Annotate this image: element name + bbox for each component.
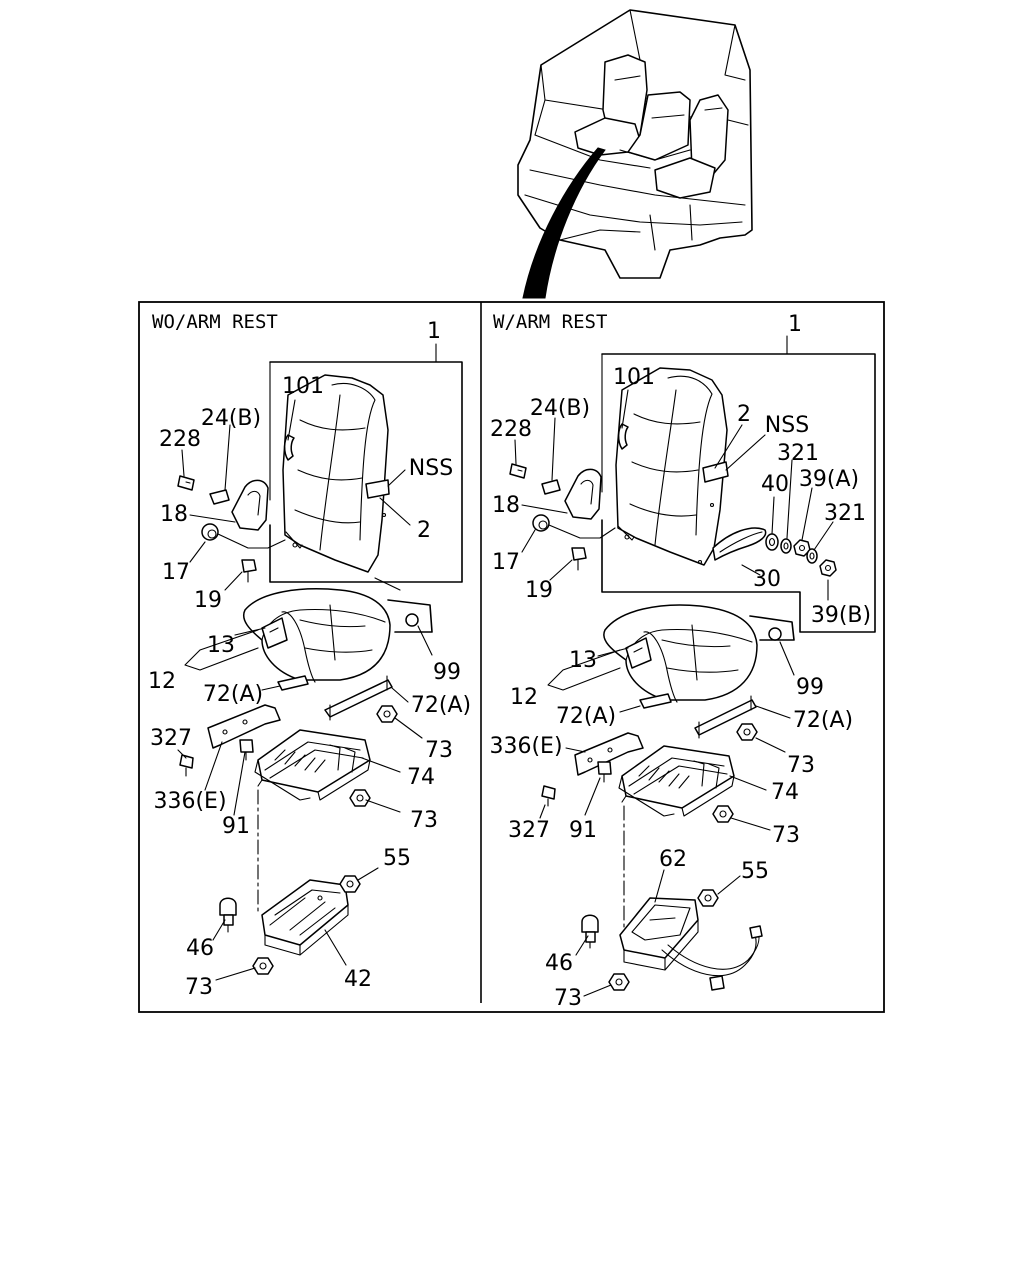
- callout-label: 18: [160, 502, 188, 527]
- diagram-frame: [138, 301, 885, 1013]
- callout-label: 19: [194, 588, 222, 613]
- callout-label: 73: [185, 975, 213, 1000]
- callout-label: 40: [761, 472, 789, 497]
- callout-label: 72(A): [793, 708, 853, 733]
- left-panel-drawing: [177, 343, 463, 975]
- callout-label: 101: [613, 365, 655, 390]
- callout-label: 74: [407, 765, 435, 790]
- left-leader-lines: [177, 399, 433, 981]
- callout-label: 17: [162, 560, 190, 585]
- callout-label: 39(B): [811, 603, 871, 628]
- callout-label: 228: [159, 427, 201, 452]
- callout-label: 72(A): [203, 682, 263, 707]
- callout-label: 73: [772, 823, 800, 848]
- callout-label: 336(E): [153, 789, 226, 814]
- callout-label: 1: [427, 319, 441, 344]
- callout-label: 73: [554, 986, 582, 1011]
- callout-label: 321: [824, 501, 866, 526]
- right-panel-drawing: [509, 335, 876, 991]
- callout-label: 46: [186, 936, 214, 961]
- callout-label: 55: [383, 846, 411, 871]
- right-callout-labels: 1 101 24(B) 228 2 NSS 321 40 39(A) 18 32…: [489, 312, 871, 1011]
- callout-label: 327: [508, 818, 550, 843]
- right-leader-lines: [514, 389, 834, 997]
- callout-label: 73: [410, 808, 438, 833]
- callout-label: 12: [510, 685, 538, 710]
- callout-label: 12: [148, 669, 176, 694]
- callout-label: NSS: [409, 456, 453, 481]
- cab-illustration: [517, 9, 753, 279]
- callout-label: 30: [753, 567, 781, 592]
- callout-label: 1: [788, 312, 802, 337]
- callout-label: 321: [777, 441, 819, 466]
- callout-label: 39(A): [799, 467, 859, 492]
- callout-label: 13: [569, 648, 597, 673]
- callout-label: 73: [787, 753, 815, 778]
- callout-label: 2: [737, 402, 751, 427]
- right-panel-title: W/ARM REST: [493, 311, 607, 333]
- callout-label: 17: [492, 550, 520, 575]
- callout-label: 91: [569, 818, 597, 843]
- pointer-arrow: [522, 147, 606, 299]
- callout-label: 72(A): [411, 693, 471, 718]
- callout-label: 13: [207, 633, 235, 658]
- left-panel-title: WO/ARM REST: [152, 311, 278, 333]
- callout-label: 2: [417, 518, 431, 543]
- callout-label: 327: [150, 726, 192, 751]
- callout-label: 18: [492, 493, 520, 518]
- callout-label: 42: [344, 967, 372, 992]
- callout-label: 73: [425, 738, 453, 763]
- callout-label: 72(A): [556, 704, 616, 729]
- callout-label: 91: [222, 814, 250, 839]
- callout-label: 99: [796, 675, 824, 700]
- callout-label: 19: [525, 578, 553, 603]
- callout-label: 24(B): [530, 396, 590, 421]
- callout-label: NSS: [765, 413, 809, 438]
- callout-label: 24(B): [201, 406, 261, 431]
- callout-label: 101: [282, 374, 324, 399]
- callout-label: 74: [771, 780, 799, 805]
- callout-label: 99: [433, 660, 461, 685]
- callout-label: 228: [490, 417, 532, 442]
- callout-label: 62: [659, 847, 687, 872]
- callout-label: 46: [545, 951, 573, 976]
- callout-label: 336(E): [489, 734, 562, 759]
- callout-label: 55: [741, 859, 769, 884]
- left-callout-labels: 1 101 24(B) 228 NSS 18 2 17 19 13 99 12 …: [148, 319, 471, 1000]
